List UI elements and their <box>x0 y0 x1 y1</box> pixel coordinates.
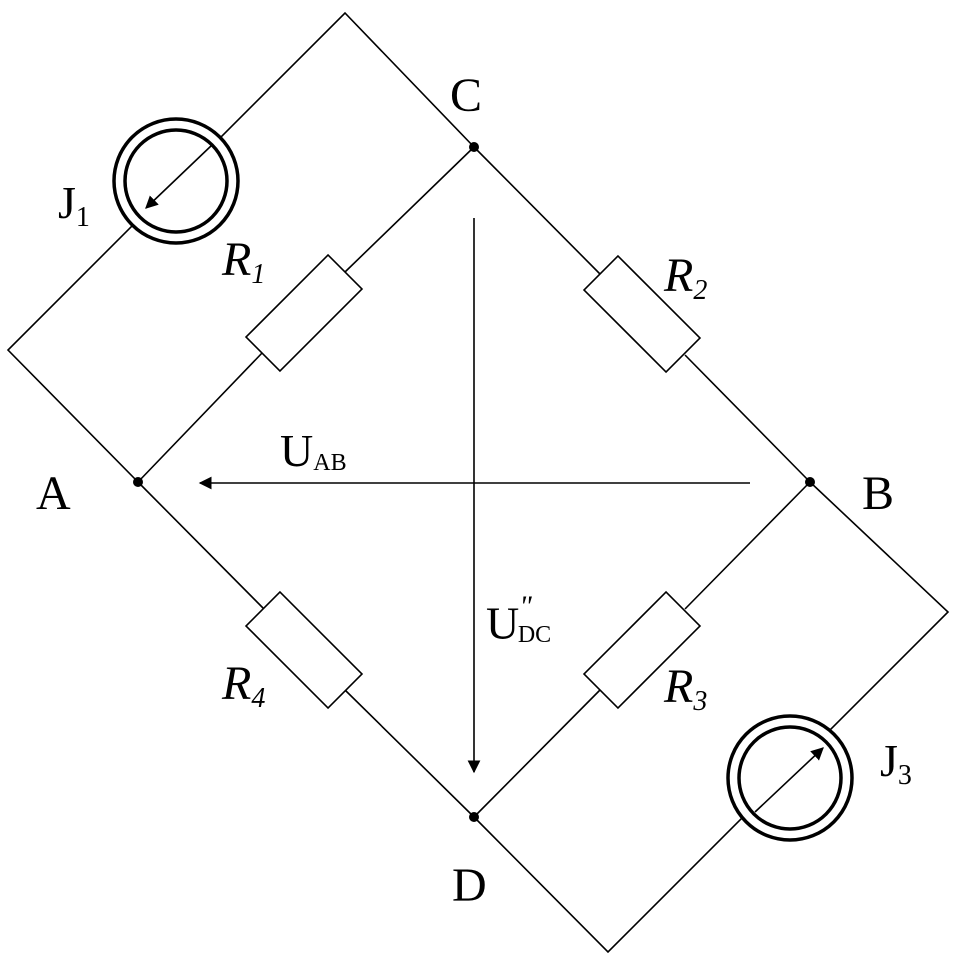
resistor-label-r4: R4 <box>222 660 265 713</box>
wire-a-r4 <box>137 481 264 609</box>
resistor-label-r1-sub: 1 <box>251 259 266 290</box>
resistor-label-r4-base: R <box>222 657 252 710</box>
voltage-label-udc-sub: DC <box>517 622 552 649</box>
voltage-label-udc-base: U <box>486 597 520 649</box>
source-label-j3-base: J <box>880 735 898 786</box>
resistor-label-r2-base: R <box>664 249 694 302</box>
resistor-label-r1: R1 <box>222 236 265 289</box>
voltage-label-uab-sub: AB <box>313 450 347 476</box>
node-label-d: D <box>452 859 487 912</box>
node-dot-a <box>133 477 143 487</box>
current-source-j3 <box>726 714 854 842</box>
resistor-label-r3-sub: 3 <box>693 686 708 717</box>
wire-c-r2 <box>473 146 601 275</box>
current-source-j1 <box>112 117 240 245</box>
wire-r2-b <box>684 354 811 483</box>
node-label-a: A <box>36 467 71 520</box>
wire-r1-a <box>137 351 264 483</box>
resistor-label-r3-base: R <box>664 660 694 713</box>
source-label-j1-base: J <box>58 177 76 228</box>
wire-c-r1 <box>344 146 475 273</box>
wire-r3-d <box>473 689 601 818</box>
node-dot-c <box>469 142 479 152</box>
voltage-label-uab: UAB <box>280 425 347 476</box>
node-label-b: B <box>862 467 895 520</box>
node-dot-d <box>469 812 479 822</box>
wire-r4-d <box>344 689 475 818</box>
resistor-label-r1-base: R <box>222 233 252 286</box>
node-dot-b <box>805 477 815 487</box>
wire-b-r3 <box>684 481 811 610</box>
resistor-label-r4-sub: 4 <box>251 683 266 714</box>
resistor-label-r2: R2 <box>664 252 707 305</box>
wire-j3-loop <box>473 481 950 954</box>
source-label-j3-sub: 3 <box>897 760 912 791</box>
resistor-r3 <box>582 590 702 710</box>
voltage-label-uab-base: U <box>280 425 314 476</box>
resistor-r4 <box>244 590 364 710</box>
resistor-label-r2-sub: 2 <box>693 275 708 306</box>
resistor-r1 <box>244 253 364 373</box>
source-label-j3: J3 <box>880 738 912 790</box>
source-label-j1-sub: 1 <box>75 202 90 233</box>
voltage-label-udc: U"DC <box>486 592 552 649</box>
resistor-label-r3: R3 <box>664 663 707 716</box>
resistor-r2 <box>582 254 702 374</box>
node-label-c: C <box>450 69 483 122</box>
voltage-label-udc-sup: " <box>519 590 532 623</box>
source-label-j1: J1 <box>58 180 90 232</box>
